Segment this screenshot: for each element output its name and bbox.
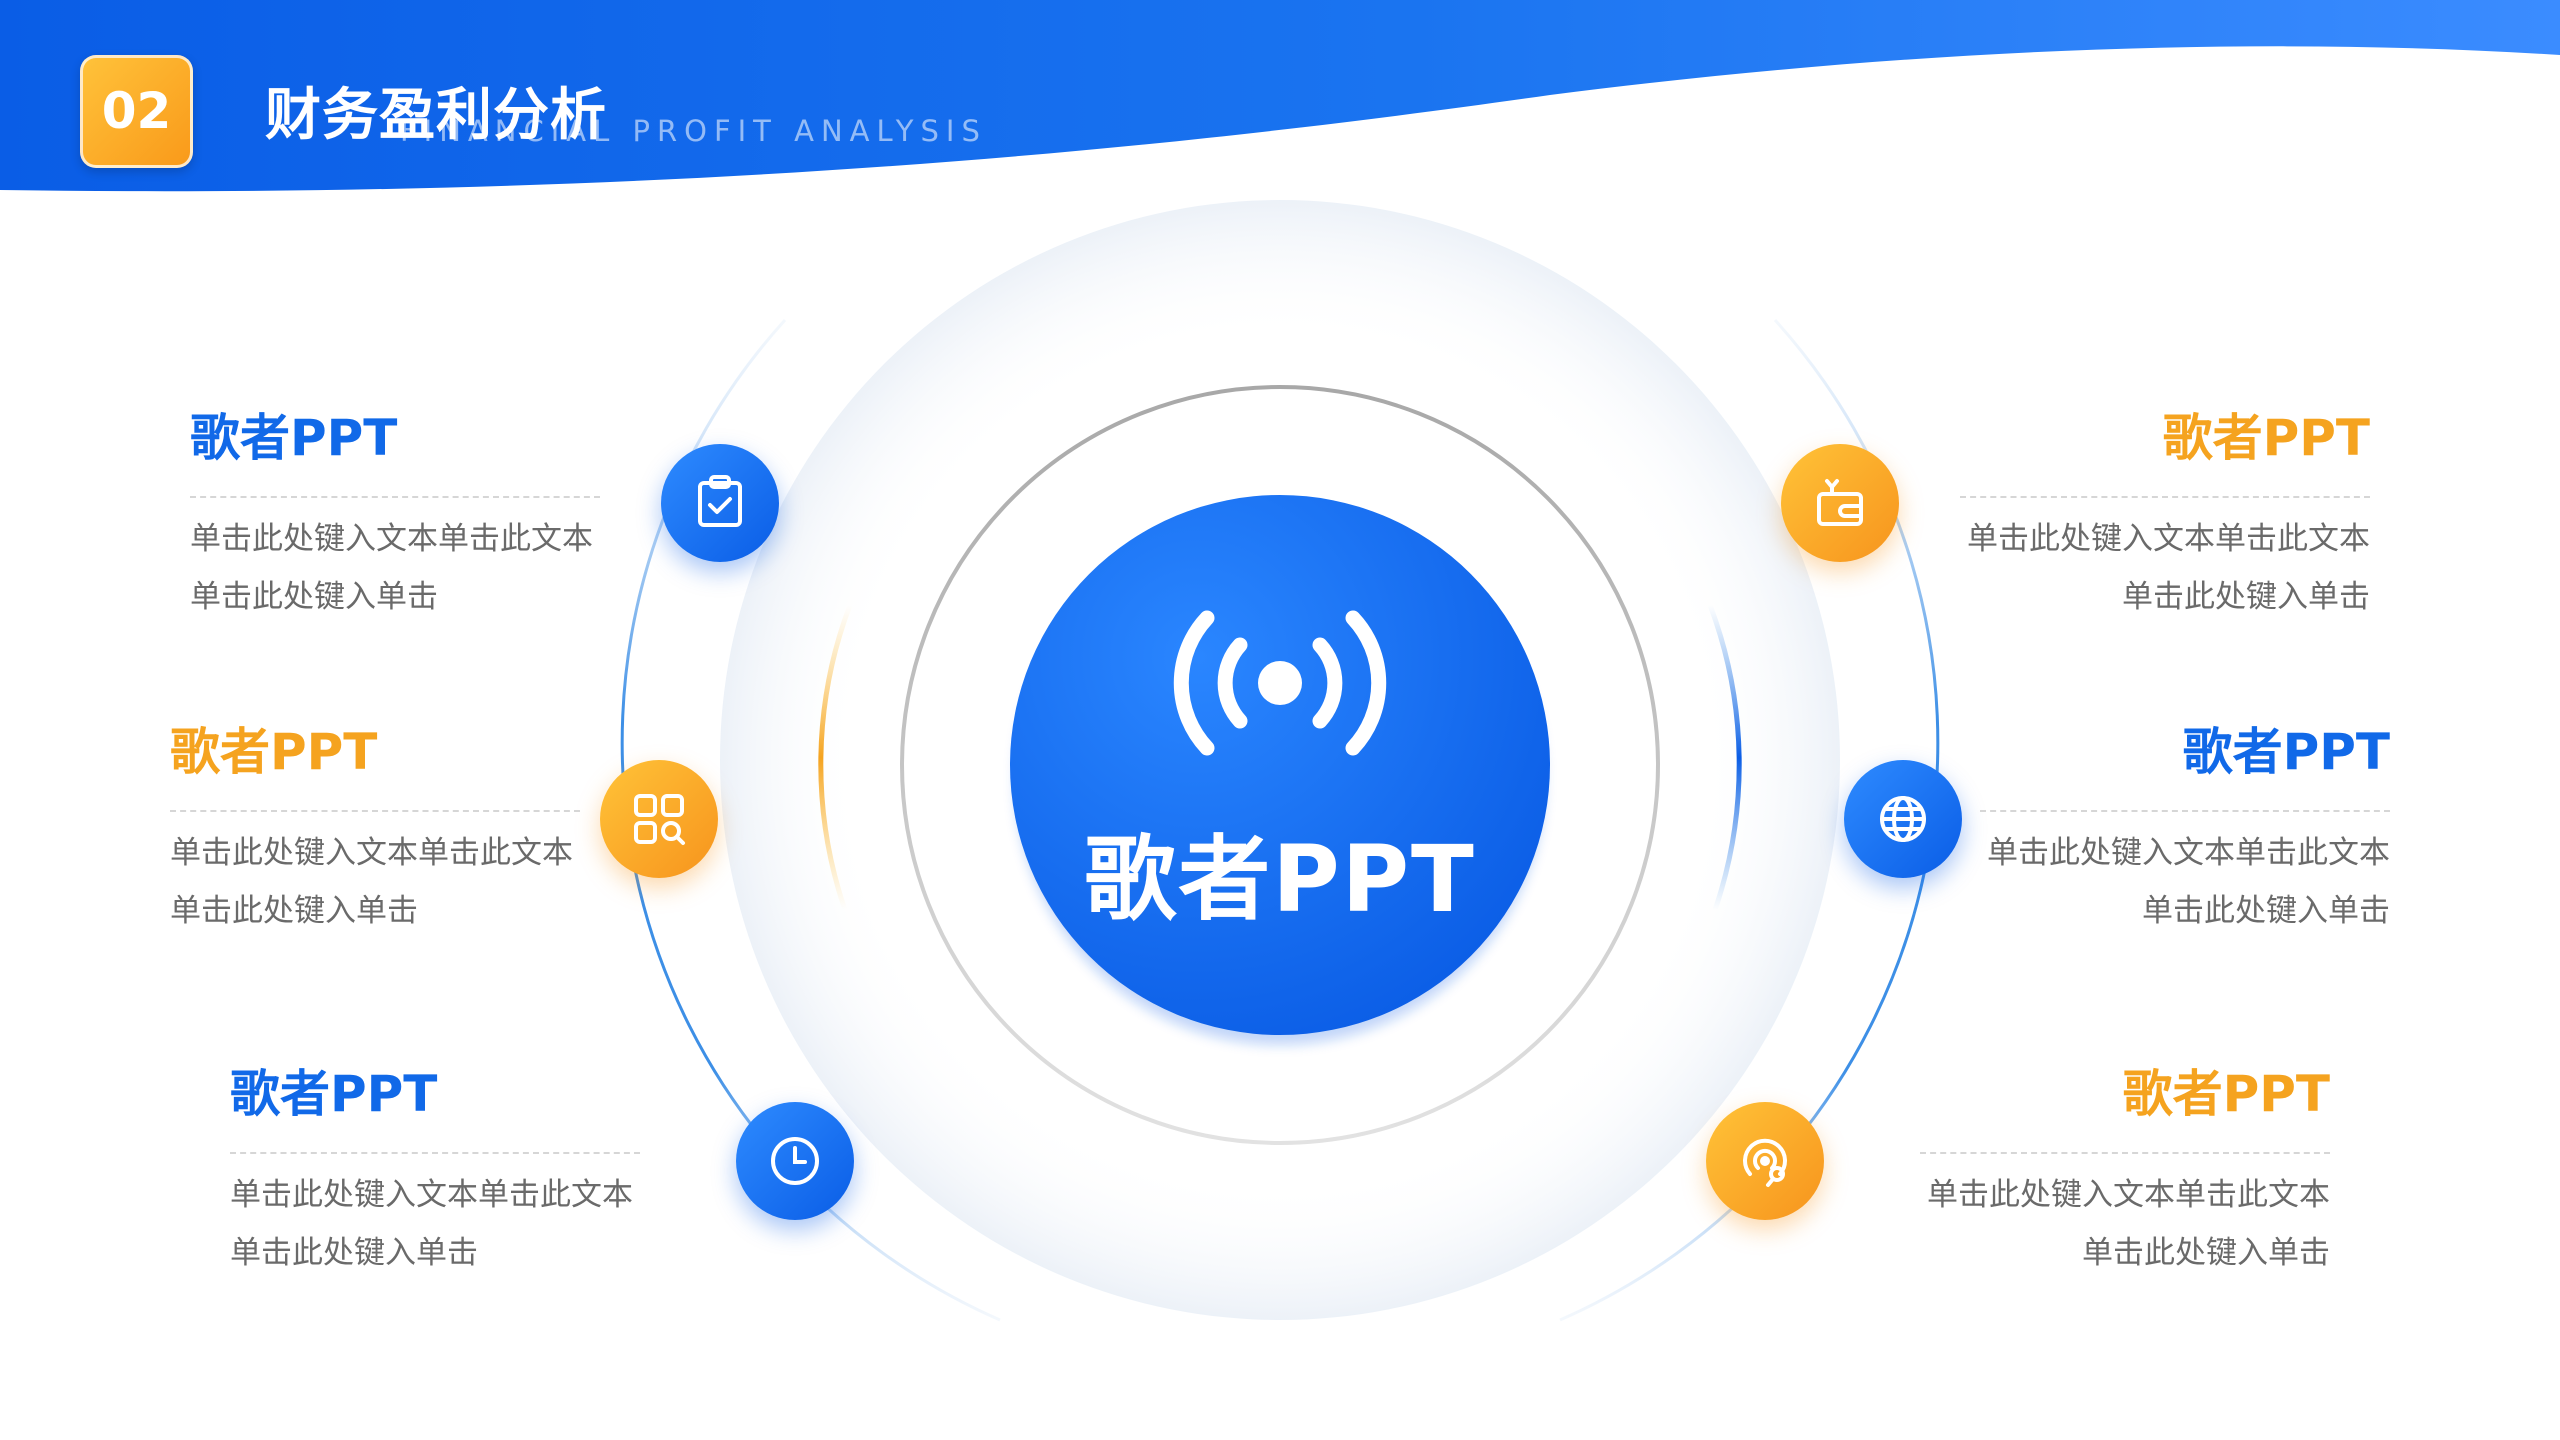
item-text-line2: 单击此处键入单击 xyxy=(190,579,438,615)
item-text-line2: 单击此处键入单击 xyxy=(2122,579,2370,615)
item-title: 歌者PPT xyxy=(190,409,398,467)
broadcast-signal-icon xyxy=(1173,610,1387,756)
item-text-line2: 单击此处键入单击 xyxy=(170,893,418,929)
item-title: 歌者PPT xyxy=(2162,409,2370,467)
item-text-line1: 单击此处键入文本单击此文本 xyxy=(190,521,593,557)
item-divider xyxy=(1980,810,2390,812)
inner-ring xyxy=(900,385,1660,1145)
item-title: 歌者PPT xyxy=(230,1065,438,1123)
wallet-icon xyxy=(1781,444,1899,562)
target-search-icon xyxy=(1706,1102,1824,1220)
item-text-line1: 单击此处键入文本单击此文本 xyxy=(1967,521,2370,557)
item-text-line2: 单击此处键入单击 xyxy=(2142,893,2390,929)
list-item: 歌者PPT 单击此处键入文本单击此文本 单击此处键入单击 xyxy=(170,712,580,940)
item-divider xyxy=(1920,1152,2330,1154)
item-text-line2: 单击此处键入单击 xyxy=(2082,1235,2330,1271)
globe-icon xyxy=(1844,760,1962,878)
item-text-line1: 单击此处键入文本单击此文本 xyxy=(1927,1177,2330,1213)
list-item: 歌者PPT 单击此处键入文本单击此文本 单击此处键入单击 xyxy=(1978,712,2390,940)
list-item: 歌者PPT 单击此处键入文本单击此文本 单击此处键入单击 xyxy=(190,398,600,626)
center-circle xyxy=(1010,495,1550,1035)
page-title: 财务盈利分析 xyxy=(265,83,607,148)
item-divider xyxy=(190,496,600,498)
list-item: 歌者PPT 单击此处键入文本单击此文本 单击此处键入单击 xyxy=(1958,398,2370,626)
clock-icon xyxy=(736,1102,854,1220)
item-title: 歌者PPT xyxy=(2182,723,2390,781)
header-wave xyxy=(0,0,2560,192)
item-text-line1: 单击此处键入文本单击此文本 xyxy=(170,835,573,871)
item-text-line1: 单击此处键入文本单击此文本 xyxy=(1987,835,2390,871)
accent-arc-right xyxy=(1707,604,1742,911)
page-subtitle: FINANCIAL PROFIT ANALYSIS xyxy=(400,114,987,148)
grid-search-icon xyxy=(600,760,718,878)
item-title: 歌者PPT xyxy=(2122,1065,2330,1123)
clipboard-check-icon xyxy=(661,444,779,562)
item-divider xyxy=(1960,496,2370,498)
item-text-line2: 单击此处键入单击 xyxy=(230,1235,478,1271)
item-divider xyxy=(230,1152,640,1154)
item-text-line1: 单击此处键入文本单击此文本 xyxy=(230,1177,633,1213)
item-title: 歌者PPT xyxy=(170,723,378,781)
accent-arc-left xyxy=(818,604,853,911)
list-item: 歌者PPT 单击此处键入文本单击此文本 单击此处键入单击 xyxy=(230,1054,640,1282)
list-item: 歌者PPT 单击此处键入文本单击此文本 单击此处键入单击 xyxy=(1918,1054,2330,1282)
section-number-badge: 02 xyxy=(80,55,193,168)
center-label: 歌者PPT xyxy=(1084,826,1476,933)
item-divider xyxy=(170,810,580,812)
